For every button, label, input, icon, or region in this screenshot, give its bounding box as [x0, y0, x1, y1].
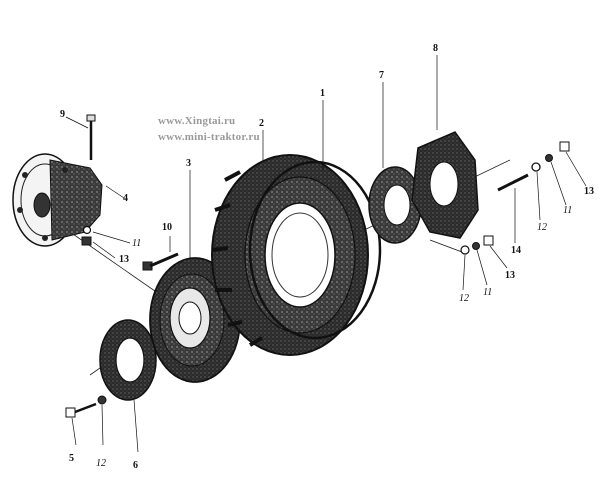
part-label-13b: 13	[584, 186, 594, 197]
part-label-14: 14	[511, 245, 521, 256]
part-label-11b: 11	[563, 205, 573, 216]
part-label-12b: 12	[537, 222, 547, 233]
weight-plate-part-8	[411, 131, 479, 239]
bolt-part-5	[65, 395, 107, 418]
part-label-1: 1	[320, 88, 325, 99]
part-label-11a: 11	[132, 238, 142, 249]
drum-part-3	[149, 257, 241, 383]
rim-part-1	[248, 160, 382, 340]
disc-part-6	[99, 319, 157, 401]
part-label-2: 2	[259, 118, 264, 129]
lower-nuts	[429, 235, 494, 255]
part-label-6: 6	[133, 460, 138, 471]
hub-nuts	[81, 225, 131, 259]
ring-part-7	[368, 166, 422, 244]
part-label-13a: 13	[119, 254, 129, 265]
bolt-part-10	[142, 236, 179, 271]
part-label-11c: 11	[483, 287, 493, 298]
part-label-3: 3	[186, 158, 191, 169]
hub-flange-part	[12, 153, 103, 247]
part-label-9: 9	[60, 109, 65, 120]
part-label-10: 10	[162, 222, 172, 233]
bolt-part-9	[65, 114, 96, 160]
stud-part-14	[497, 141, 570, 192]
part-label-13c: 13	[505, 270, 515, 281]
part-label-5: 5	[69, 453, 74, 464]
part-label-4: 4	[123, 193, 128, 204]
part-label-8: 8	[433, 43, 438, 54]
watermark-line-2: www.mini-traktor.ru	[158, 131, 260, 143]
part-label-12c: 12	[459, 293, 469, 304]
part-label-7: 7	[379, 70, 384, 81]
watermark-line-1: www.Xingtai.ru	[158, 115, 236, 127]
leader-lines	[71, 55, 587, 453]
part-label-12a: 12	[96, 458, 106, 469]
